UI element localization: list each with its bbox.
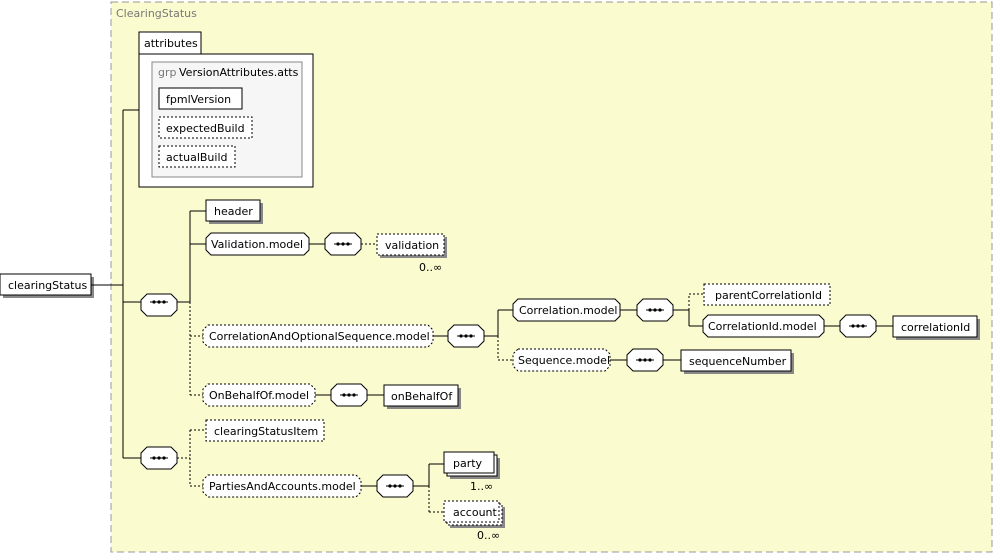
actual-build-label: actualBuild [166,151,227,164]
clearing-status-item-element[interactable] [205,419,325,442]
header-element[interactable] [205,199,261,222]
party-label: party [453,457,483,470]
correlation-model-label: Correlation.model [519,304,617,317]
on-behalf-of-model-label: OnBehalfOf.model [209,389,309,402]
sequence-model-label: Sequence.model [518,354,610,367]
fpml-version-attr[interactable] [158,87,243,110]
attribute-group-name: VersionAttributes.atts [179,66,299,79]
expected-build-attr[interactable] [158,116,253,139]
sequence-number-element[interactable] [680,349,792,372]
clearing-status-item-label: clearingStatusItem [214,425,318,438]
account-cardinality: 0..∞ [477,529,500,542]
on-behalf-of-model-group[interactable] [202,383,316,407]
correlation-and-optional-sequence-group[interactable] [202,324,434,348]
attribute-group-prefix: grp [158,66,177,79]
parent-correlation-id-label: parentCorrelationId [715,289,822,302]
correlation-id-element[interactable] [892,315,978,338]
sequence-model-group[interactable] [512,348,611,372]
party-element[interactable] [443,451,495,474]
sequence-compositor-1[interactable] [140,293,178,317]
correlation-model-group[interactable] [512,298,621,322]
header-label: header [214,205,253,218]
parties-and-accounts-model-label: PartiesAndAccounts.model [209,480,356,493]
actual-build-attr[interactable] [158,145,236,168]
account-element[interactable] [443,500,500,523]
correlation-id-label: correlationId [901,321,970,334]
correlation-id-model-label: CorrelationId.model [708,320,817,333]
attributes-tab: attributes [144,37,198,50]
container-label: ClearingStatus [116,7,197,20]
on-behalf-of-element[interactable] [383,384,459,407]
on-behalf-of-label: onBehalfOf [391,390,453,403]
validation-model-label: Validation.model [211,238,303,251]
validation-cardinality: 0..∞ [419,261,442,274]
fpml-version-label: fpmlVersion [166,93,231,106]
party-cardinality: 1..∞ [470,480,493,493]
parent-correlation-id-element[interactable] [703,283,831,306]
parties-and-accounts-model-group[interactable] [202,474,362,498]
correlation-id-model-group[interactable] [702,314,825,338]
root-label: clearingStatus [8,279,87,292]
validation-model-group[interactable] [205,232,310,256]
corr-opt-seq-label: CorrelationAndOptionalSequence.model [209,330,430,343]
validation-element[interactable] [376,233,445,256]
validation-label: validation [385,239,439,252]
expected-build-label: expectedBuild [166,122,245,135]
account-label: account [453,506,498,519]
sequence-number-label: sequenceNumber [689,355,787,368]
